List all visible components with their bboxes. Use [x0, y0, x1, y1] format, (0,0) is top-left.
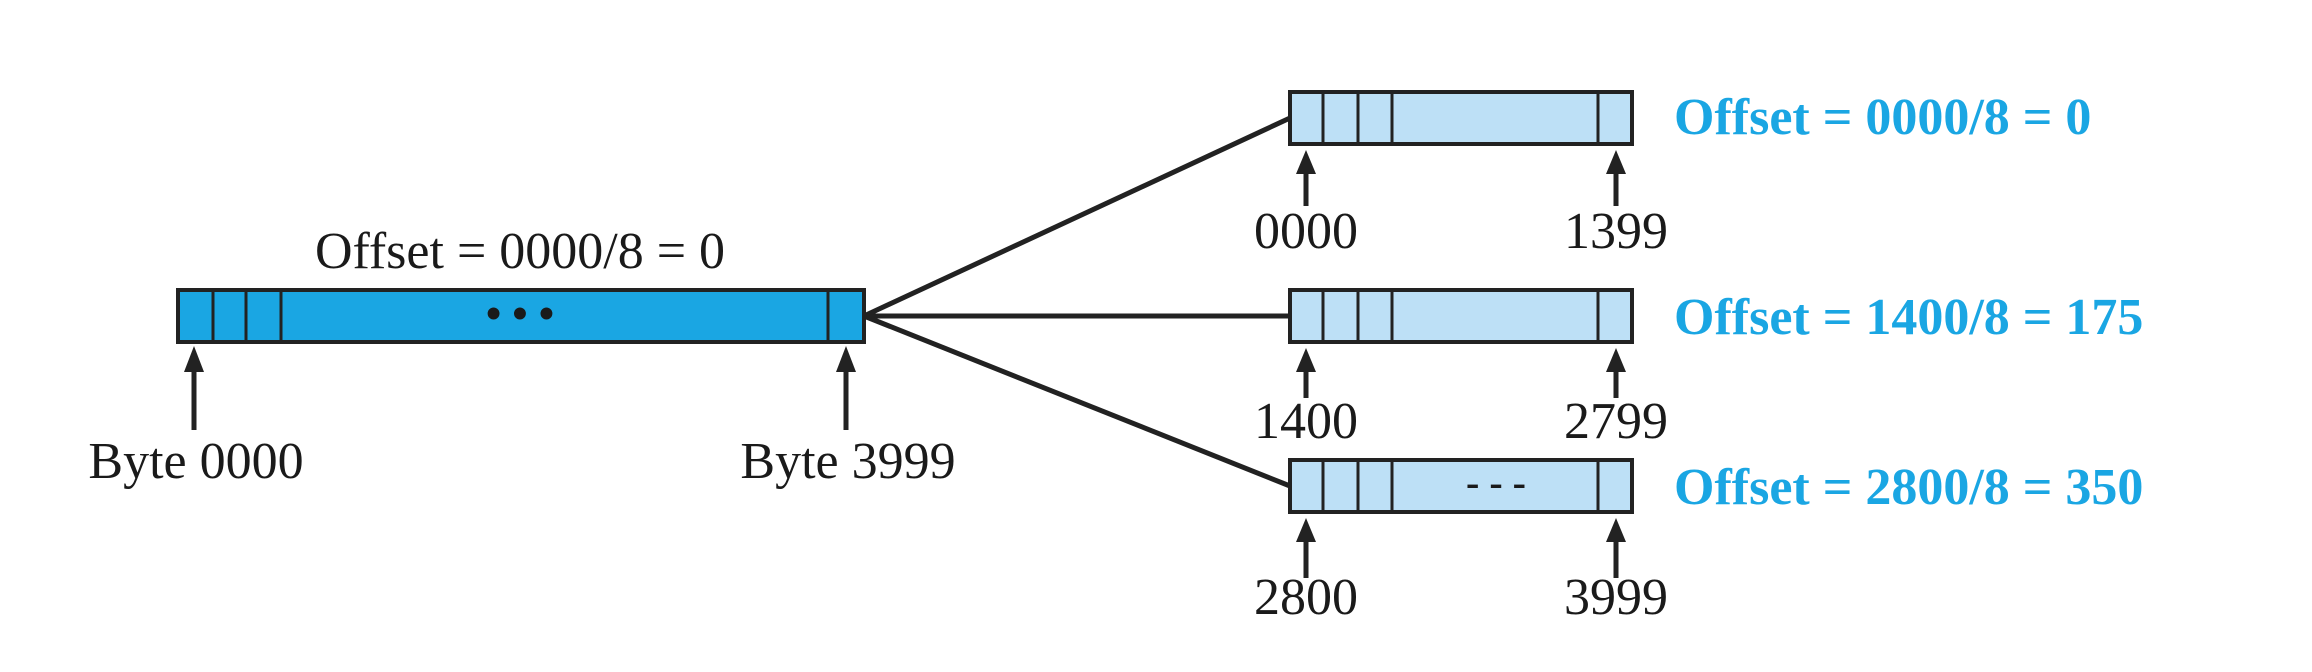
original-datagram: • • • Offset = 0000/8 = 0 Byte 0000 Byte… [88, 223, 955, 490]
connector-line-1 [862, 115, 1292, 319]
fragment-3-bar [1288, 458, 1634, 514]
fragment-1: 0000 1399 Offset = 0000/8 = 0 [1254, 89, 2091, 260]
fragment-2: 1400 2799 Offset = 1400/8 = 175 [1254, 288, 2143, 450]
fragment-1-start-label: 0000 [1254, 203, 1358, 260]
fragment-3-ellipsis: - - - [1466, 460, 1526, 505]
arrow-up-icon [1606, 348, 1626, 398]
arrow-up-icon [184, 346, 204, 430]
fragment-3-end-label: 3999 [1564, 569, 1668, 626]
original-start-label: Byte 0000 [88, 433, 303, 490]
fragment-2-start-label: 1400 [1254, 393, 1358, 450]
arrow-up-icon [1296, 150, 1316, 206]
fragment-2-bar [1288, 288, 1634, 344]
original-end-label: Byte 3999 [740, 433, 955, 490]
fragment-3-start-label: 2800 [1254, 569, 1358, 626]
arrow-up-icon [1606, 518, 1626, 578]
fragment-2-offset-label: Offset = 1400/8 = 175 [1674, 289, 2143, 346]
original-ellipsis: • • • [486, 289, 554, 338]
connector-line-3 [863, 313, 1291, 489]
arrow-up-icon [836, 346, 856, 430]
fragment-3-offset-label: Offset = 2800/8 = 350 [1674, 459, 2143, 516]
fragment-1-offset-label: Offset = 0000/8 = 0 [1674, 89, 2091, 146]
arrow-up-icon [1296, 348, 1316, 398]
arrow-up-icon [1296, 518, 1316, 578]
fragment-1-bar [1288, 90, 1634, 146]
fragment-3: - - - 2800 3999 Offset = 2800/8 = 350 [1254, 458, 2143, 626]
connector-lines [862, 115, 1292, 489]
original-offset-label: Offset = 0000/8 = 0 [315, 223, 725, 280]
arrow-up-icon [1606, 150, 1626, 206]
fragment-2-end-label: 2799 [1564, 393, 1668, 450]
original-datagram-bar [176, 288, 866, 344]
fragment-1-end-label: 1399 [1564, 203, 1668, 260]
